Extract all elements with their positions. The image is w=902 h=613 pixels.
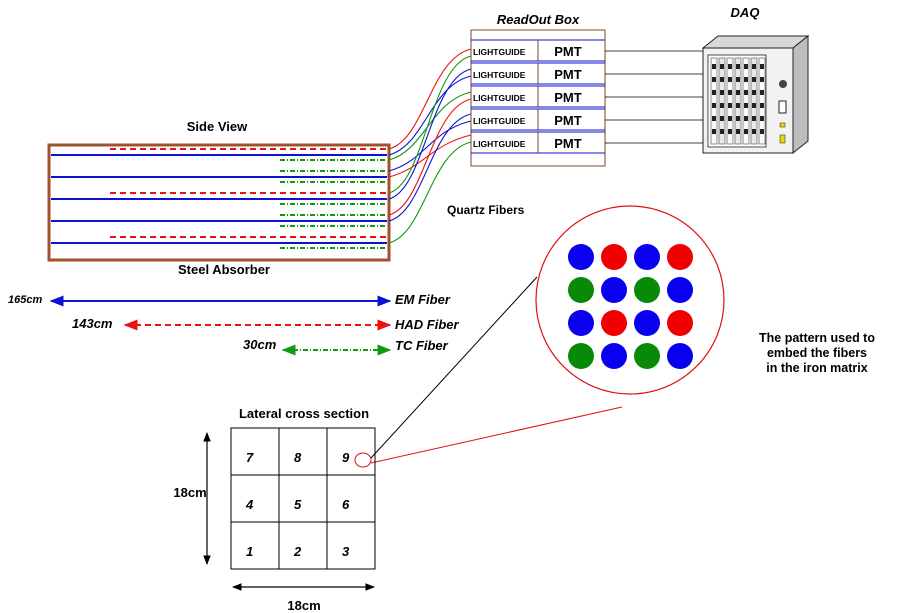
cell-number: 9	[342, 450, 350, 465]
fiber-dot-red	[667, 310, 693, 336]
fiber-dot-blue	[601, 277, 627, 303]
fiber-dot-blue	[568, 310, 594, 336]
fiber-dot-red	[601, 310, 627, 336]
pmt-label: PMT	[554, 136, 582, 151]
lightguide-label: LIGHTGUIDE	[473, 93, 526, 103]
fiber-dot-green	[634, 343, 660, 369]
fiber-dot-blue	[667, 277, 693, 303]
lightguide-label: LIGHTGUIDE	[473, 70, 526, 80]
pattern-caption-line: embed the fibers	[767, 346, 867, 360]
cross-section-title: Lateral cross section	[239, 406, 369, 421]
cross-section-cell: 1	[230, 521, 280, 570]
quartz-fiber-curve	[388, 68, 472, 200]
quartz-fiber-curve	[388, 55, 472, 194]
cross-section-cell: 8	[278, 427, 328, 476]
cell-number: 5	[294, 497, 302, 512]
lightguide-label: LIGHTGUIDE	[473, 47, 526, 57]
legend-length: 30cm	[243, 337, 277, 352]
fiber-dot-red	[667, 244, 693, 270]
cross-section-cell: 2	[278, 521, 328, 570]
fiber-dot-green	[568, 343, 594, 369]
fiber-legend: 165cm EM Fiber 143cm HAD Fiber 30cm TC Fiber	[8, 292, 460, 356]
daq-title: DAQ	[731, 5, 760, 20]
cross-section-cell: 3	[326, 521, 376, 570]
cross-section-cell: 4	[230, 474, 280, 523]
cross-section-cell: 7	[230, 427, 280, 476]
cell-number: 3	[342, 544, 350, 559]
quartz-fiber-bundle	[388, 48, 472, 244]
side-view-fibers	[51, 148, 387, 249]
readout-row: LIGHTGUIDE PMT	[471, 108, 705, 131]
fiber-pattern-circle	[535, 205, 725, 395]
readout-box-title: ReadOut Box	[497, 12, 580, 27]
lightguide-label: LIGHTGUIDE	[473, 116, 526, 126]
pmt-label: PMT	[554, 44, 582, 59]
fiber-dot-blue	[601, 343, 627, 369]
pattern-caption-line: in the iron matrix	[766, 361, 867, 375]
readout-row: LIGHTGUIDE PMT	[471, 62, 705, 85]
cross-section-cell: 9	[326, 427, 376, 476]
steel-absorber-label: Steel Absorber	[178, 262, 270, 277]
cell-number: 4	[245, 497, 254, 512]
legend-entry: 30cm TC Fiber	[243, 337, 449, 356]
steel-absorber-outline	[47, 143, 391, 262]
quartz-fiber-curve	[388, 98, 472, 216]
daq-crate-icon	[701, 34, 810, 155]
readout-row: LIGHTGUIDE PMT	[471, 131, 705, 154]
pattern-caption-line: The pattern used to	[759, 331, 875, 345]
pmt-label: PMT	[554, 90, 582, 105]
zoom-line-upper	[370, 276, 538, 459]
cell-number: 8	[294, 450, 302, 465]
cross-section-cell: 6	[326, 474, 376, 523]
quartz-fibers-label: Quartz Fibers	[447, 203, 525, 217]
cross-section-cell: 5	[278, 474, 328, 523]
quartz-fiber-curve	[388, 75, 472, 156]
cell-number: 7	[246, 450, 254, 465]
fiber-dot-blue	[667, 343, 693, 369]
legend-name: HAD Fiber	[395, 317, 460, 332]
quartz-fiber-curve	[388, 134, 472, 178]
fiber-pattern-grid	[568, 244, 693, 369]
quartz-fiber-curve	[388, 120, 472, 172]
fiber-zoom-marker	[354, 452, 372, 468]
pmt-label: PMT	[554, 67, 582, 82]
quartz-fiber-curve	[388, 48, 472, 150]
legend-entry: 143cm HAD Fiber	[72, 316, 460, 332]
readout-row: LIGHTGUIDE PMT	[471, 39, 705, 62]
legend-name: EM Fiber	[395, 292, 451, 307]
fiber-dot-blue	[634, 310, 660, 336]
readout-row: LIGHTGUIDE PMT	[471, 85, 705, 108]
cell-number: 1	[246, 544, 253, 559]
fiber-dot-blue	[634, 244, 660, 270]
zoom-line-lower	[370, 406, 623, 464]
side-view-title: Side View	[187, 119, 248, 134]
fiber-dot-green	[568, 277, 594, 303]
quartz-fiber-curve	[388, 141, 472, 244]
legend-entry: 165cm EM Fiber	[8, 292, 451, 307]
height-dimension-label: 18cm	[173, 485, 206, 500]
legend-length: 143cm	[72, 316, 113, 331]
fiber-dot-blue	[568, 244, 594, 270]
cell-number: 2	[293, 544, 302, 559]
fiber-dot-green	[634, 277, 660, 303]
cell-number: 6	[342, 497, 350, 512]
pmt-label: PMT	[554, 113, 582, 128]
legend-name: TC Fiber	[395, 338, 449, 353]
quartz-fiber-curve	[388, 91, 472, 161]
quartz-fiber-curve	[388, 113, 472, 222]
cross-section-grid: 7 8 9 4 5 6 1 2 3	[230, 427, 376, 570]
width-dimension-label: 18cm	[287, 598, 320, 613]
lightguide-label: LIGHTGUIDE	[473, 139, 526, 149]
fiber-dot-red	[601, 244, 627, 270]
legend-length: 165cm	[8, 294, 42, 306]
